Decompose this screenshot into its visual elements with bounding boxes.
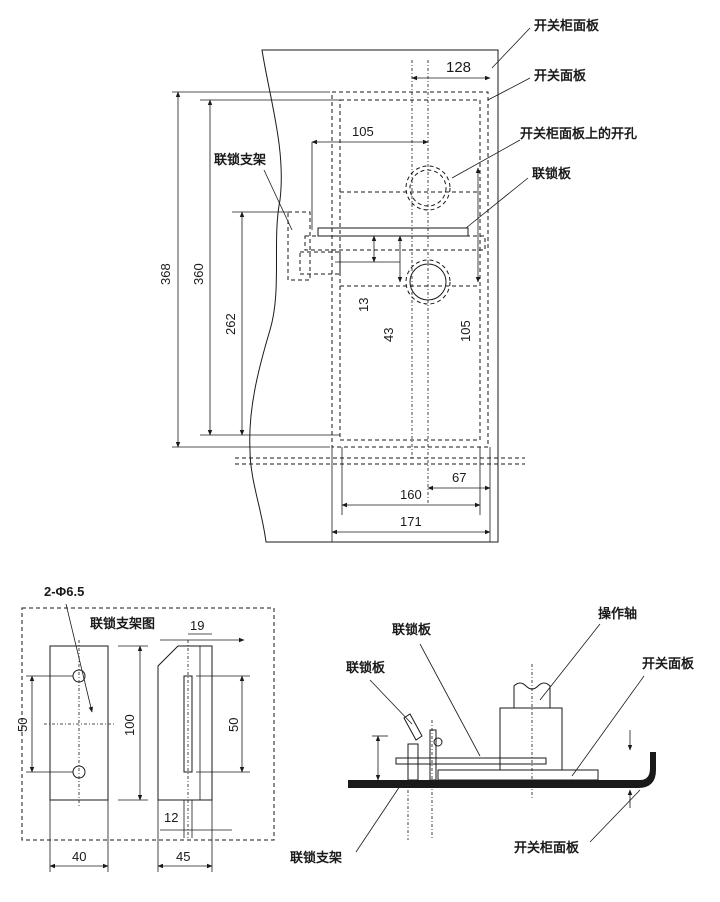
cabinet-panel-outline <box>249 49 499 543</box>
label-interlock-plate-top: 联锁板 <box>532 166 572 181</box>
bracket-detail-frame <box>21 607 275 841</box>
label-switch-panel-side: 开关面板 <box>642 656 695 671</box>
dim-160: 160 <box>400 487 422 502</box>
dim-128: 128 <box>446 59 471 76</box>
dim-105-right: 105 <box>458 320 473 342</box>
interlock-bracket <box>287 211 311 281</box>
bracket-detail: 联锁支架图 2-Φ6.5 50 40 100 19 <box>15 584 275 872</box>
hole-spec: 2-Φ6.5 <box>44 584 84 599</box>
dim-19: 19 <box>190 618 204 633</box>
dim-45: 45 <box>176 849 190 864</box>
operating-shaft-base <box>499 707 563 771</box>
label-cabinet-hole: 开关柜面板上的开孔 <box>520 126 637 141</box>
switch-panel-plate <box>437 769 599 781</box>
dim-368: 368 <box>158 263 173 285</box>
dim-12: 12 <box>164 810 178 825</box>
dim-100: 100 <box>122 714 137 736</box>
dim-13: 13 <box>356 298 371 312</box>
switch-panel-outline <box>331 91 489 448</box>
dim-43: 43 <box>381 328 396 342</box>
dim-360: 360 <box>191 263 206 285</box>
dim-50-left: 50 <box>15 718 30 732</box>
dim-262: 262 <box>223 313 238 335</box>
label-switch-panel-top: 开关面板 <box>534 68 587 83</box>
label-operating-shaft: 操作轴 <box>598 606 637 621</box>
front-view: 128 105 368 360 262 13 43 105 67 16 <box>158 18 637 543</box>
bracket-side-profile <box>157 645 213 801</box>
label-interlock-plate-side2: 联锁板 <box>346 660 386 675</box>
label-interlock-bracket: 联锁支架 <box>214 152 266 167</box>
cabinet-panel-bar <box>348 752 656 788</box>
bracket-drawing-title: 联锁支架图 <box>90 616 155 631</box>
label-interlock-bracket-side: 联锁支架 <box>290 850 342 865</box>
dim-171: 171 <box>400 514 422 529</box>
label-interlock-plate-side1: 联锁板 <box>392 622 432 637</box>
label-cabinet-panel-side: 开关柜面板 <box>514 840 580 855</box>
dim-40: 40 <box>72 849 86 864</box>
dim-67: 67 <box>452 470 466 485</box>
label-cabinet-panel-top: 开关柜面板 <box>534 18 600 33</box>
dim-105-top: 105 <box>352 124 374 139</box>
switch-panel-inner <box>339 99 481 441</box>
side-view: 操作轴 联锁板 联锁板 开关面板 联锁支架 开关柜面板 <box>290 606 695 865</box>
dim-50-right: 50 <box>226 718 241 732</box>
lower-hole <box>405 259 451 305</box>
upper-hole <box>405 165 451 211</box>
